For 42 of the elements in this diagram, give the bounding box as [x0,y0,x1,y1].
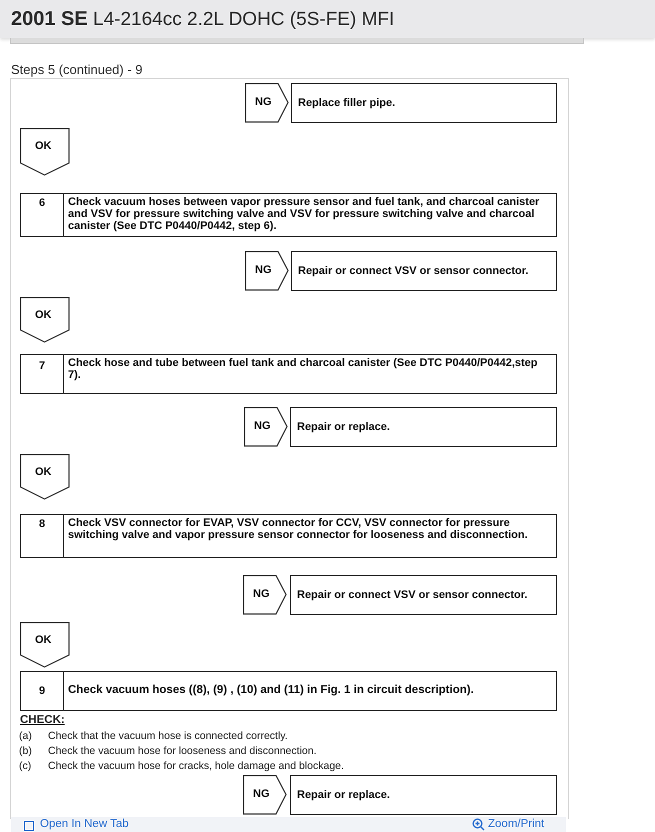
result-text: Repair or connect VSV or sensor connector. [298,265,530,277]
list-marker: (c) [19,760,32,772]
step-number: 6 [38,197,46,209]
tag-label: NG [255,264,272,276]
step-text: Check vacuum hoses ((8), (9) , (10) and (11) in Fig. 1 in circuit description). [68,684,475,697]
tag-label: OK [35,309,52,321]
list-marker: (b) [19,745,32,757]
step-number: 8 [38,518,46,530]
tag-label: NG [255,96,272,108]
check-item: Check the vacuum hose for cracks, hole damage and blockage. [48,760,344,772]
result-text: Repair or replace. [297,789,391,801]
check-heading: CHECK: [20,714,65,726]
tag-label: NG [253,588,270,600]
section-heading: Steps 5 (continued) - 9 [11,62,143,77]
list-marker: (a) [19,730,32,742]
tag-label: OK [35,140,52,152]
link: Open In New Tab [40,818,129,830]
page-title: 2001 SE L4-2164cc 2.2L DOHC (5S-FE) MFI [11,8,394,31]
tag-label: OK [35,634,52,646]
step-text: Check vacuum hoses between vapor pressure sensor and fuel tank, and charcoal canister and VSV for pressure switching valve and VSV for pressure switching valve and charcoal canister (See DTC P0440/P0442, step 6). [68,196,540,232]
step-text: Check VSV connector for EVAP, VSV connector for CCV, VSV connector for pressure switching valve and vapor pressure sensor connector for looseness and disconnection. [68,517,529,542]
step-box [20,193,557,237]
step-box [20,514,557,558]
tag-label: NG [253,788,270,800]
result-box [290,575,557,615]
step-number: 9 [38,685,46,697]
link: Zoom/Print [488,818,544,830]
result-box [290,775,557,815]
result-box [291,251,557,291]
check-item: Check that the vacuum hose is connected correctly. [48,730,288,742]
result-text: Repair or connect VSV or sensor connector. [297,589,528,601]
result-text: Repair or replace. [297,421,391,433]
check-item: Check the vacuum hose for looseness and disconnection. [48,745,316,757]
result-text: Replace filler pipe. [298,97,396,109]
result-box [291,83,557,123]
step-number: 7 [38,360,46,372]
step-text: Check hose and tube between fuel tank and charcoal canister (See DTC P0440/P0442,step 7). [68,357,539,382]
result-box [290,407,557,447]
step-box [20,671,557,711]
step-box [20,354,557,394]
tag-label: OK [35,466,52,478]
tag-label: NG [254,420,270,432]
